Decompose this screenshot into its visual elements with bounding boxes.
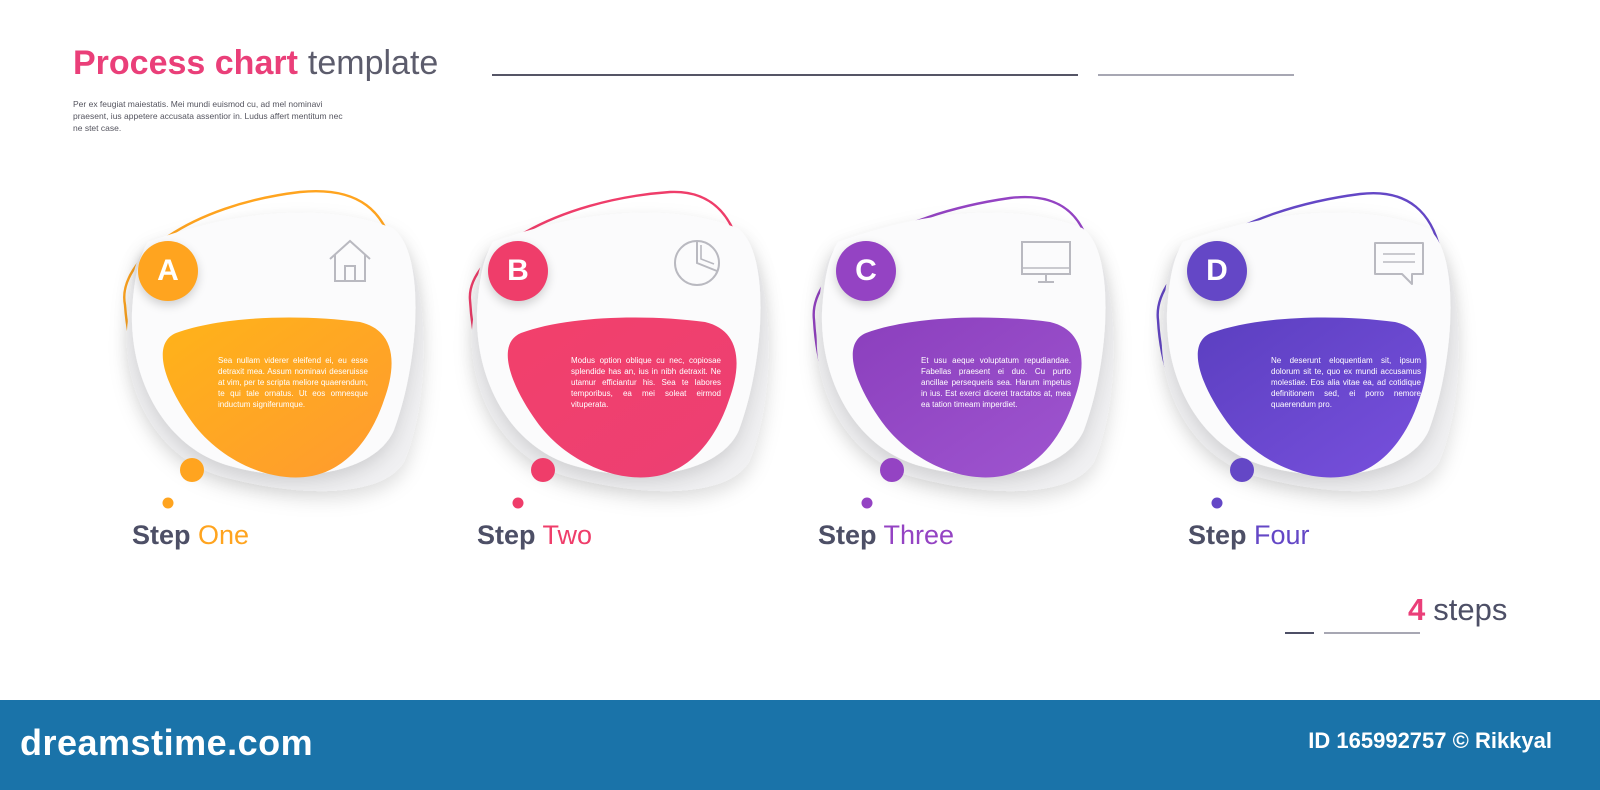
step-word-d: Step	[1188, 520, 1247, 550]
title-bold: Process chart	[73, 44, 298, 82]
step-badge-d: D	[1187, 241, 1247, 301]
steps-number: 4	[1408, 592, 1426, 627]
monitor-icon	[1021, 241, 1071, 283]
step-word-b: Step	[477, 520, 536, 550]
blob-b	[507, 317, 737, 478]
step-name-c: Three	[883, 520, 955, 550]
blob-c	[852, 317, 1082, 478]
step-label-d: Step Four	[1188, 520, 1310, 551]
chat-icon	[1374, 242, 1424, 285]
step-word-a: Step	[132, 520, 191, 550]
dot-large-b	[531, 458, 555, 482]
step-label-b: Step Two	[477, 520, 592, 551]
title-light: template	[307, 44, 439, 82]
step-card-b	[468, 190, 769, 509]
process-diagram	[123, 189, 1459, 634]
step-badge-a: A	[138, 241, 198, 301]
step-badge-c: C	[836, 241, 896, 301]
dot-small-a	[162, 497, 174, 509]
step-description-d: Ne deserunt eloquentiam sit, ipsum dolor…	[1271, 356, 1421, 409]
dot-large-d	[1230, 458, 1254, 482]
dot-small-d	[1211, 497, 1223, 509]
title-rule-short	[1098, 74, 1294, 76]
watermark-bar	[0, 700, 1600, 790]
home-icon	[329, 239, 371, 282]
title-rule-long	[492, 74, 1078, 76]
dot-small-b	[512, 497, 524, 509]
step-description-a: Sea nullam viderer eleifend ei, eu esse …	[218, 356, 368, 409]
step-label-a: Step One	[132, 520, 249, 551]
blob-d	[1197, 317, 1427, 478]
step-card-a	[123, 189, 424, 509]
watermark-id: ID 165992757 © Rikkyal	[1308, 728, 1552, 753]
step-description-c: Et usu aeque voluptatum repudiandae. Fab…	[921, 356, 1071, 409]
step-label-c: Step Three	[818, 520, 954, 551]
step-name-a: One	[198, 520, 250, 550]
pie-chart-icon	[674, 240, 720, 286]
blob-a	[162, 317, 392, 478]
watermark-brand: dreamstime.com	[20, 722, 314, 763]
step-name-d: Four	[1254, 520, 1310, 550]
step-name-b: Two	[542, 520, 593, 550]
steps-word: steps	[1433, 592, 1508, 627]
step-badge-b: B	[488, 241, 548, 301]
subtitle: Per ex feugiat maiestatis. Mei mundi eui…	[73, 99, 343, 133]
dot-large-a	[180, 458, 204, 482]
step-description-b: Modus option oblique cu nec, copiosae sp…	[571, 356, 721, 409]
step-word-c: Step	[818, 520, 877, 550]
dot-small-c	[861, 497, 873, 509]
dot-large-c	[880, 458, 904, 482]
